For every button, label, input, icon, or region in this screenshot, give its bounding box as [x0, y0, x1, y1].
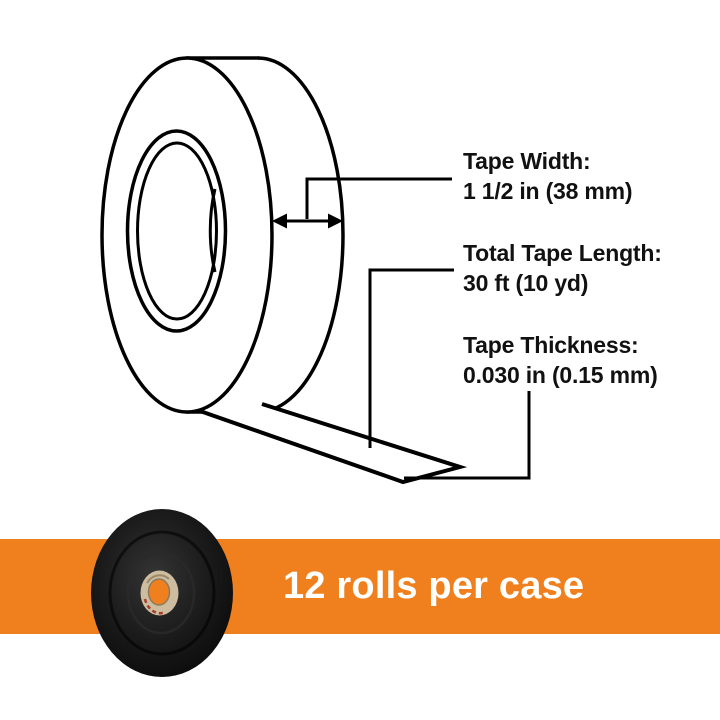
spec-tape-length: Total Tape Length: 30 ft (10 yd) [463, 238, 662, 298]
width-arrow-right-head [328, 213, 343, 229]
photo-core-paper-edge [146, 574, 170, 584]
photo-core-printed-text [143, 598, 164, 615]
tape-thickness-leader-line [404, 391, 531, 480]
spec-tape-thickness-value: 0.030 in (0.15 mm) [463, 362, 658, 388]
roll-core-back-rim [208, 188, 217, 273]
roll-core-inner-ring [136, 141, 218, 321]
case-quantity-text: 12 rolls per case [283, 565, 585, 607]
unrolled-tape-strip [179, 402, 468, 485]
tape-roll-photo [91, 509, 233, 677]
tape-roll-line-drawing [100, 56, 531, 485]
spec-tape-width-value: 1 1/2 in (38 mm) [463, 178, 633, 204]
spec-tape-thickness: Tape Thickness: 0.030 in (0.15 mm) [463, 330, 658, 390]
spec-tape-length-value: 30 ft (10 yd) [463, 270, 589, 296]
width-arrow-left-head [272, 213, 287, 229]
roll-back-edge [257, 56, 345, 414]
photo-roll-wrap-ring-inner [126, 551, 196, 635]
spec-tape-thickness-label: Tape Thickness: [463, 332, 639, 358]
spec-tape-width-label: Tape Width: [463, 148, 591, 174]
photo-roll-hole [147, 578, 171, 606]
spec-tape-length-label: Total Tape Length: [463, 240, 662, 266]
tape-length-leader-line [368, 268, 454, 448]
width-dimension-arrow [272, 213, 343, 229]
spec-tape-width: Tape Width: 1 1/2 in (38 mm) [463, 146, 633, 206]
photo-roll-wrap-ring-outer [108, 530, 216, 656]
tape-width-leader-line [305, 177, 452, 219]
